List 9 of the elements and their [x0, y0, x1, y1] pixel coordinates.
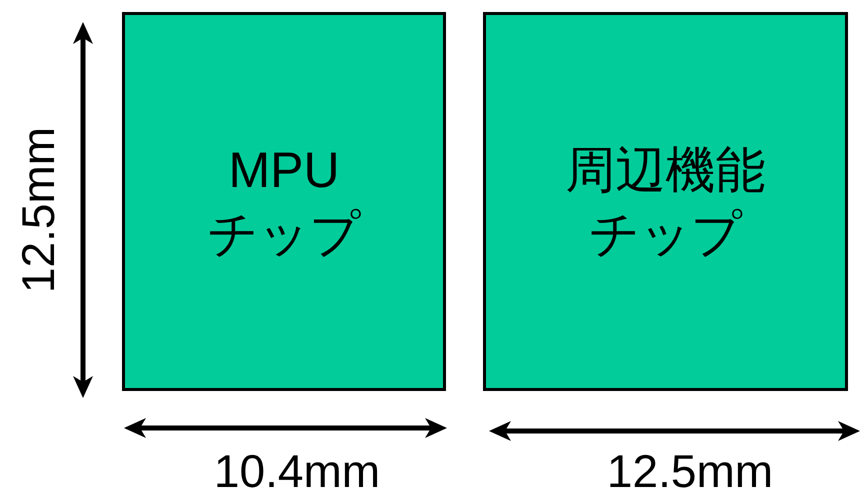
dimension-label: 12.5mm — [15, 126, 61, 294]
chip-box — [122, 12, 446, 391]
chip-label: MPU — [228, 140, 340, 200]
chip-label: チップ — [589, 204, 742, 264]
dimension-label: 10.4mm — [214, 448, 380, 489]
chip-box — [483, 12, 848, 391]
chip-label: 周辺機能 — [566, 140, 766, 200]
dimension-label: 12.5mm — [606, 448, 774, 489]
chip-label: チップ — [208, 204, 360, 264]
